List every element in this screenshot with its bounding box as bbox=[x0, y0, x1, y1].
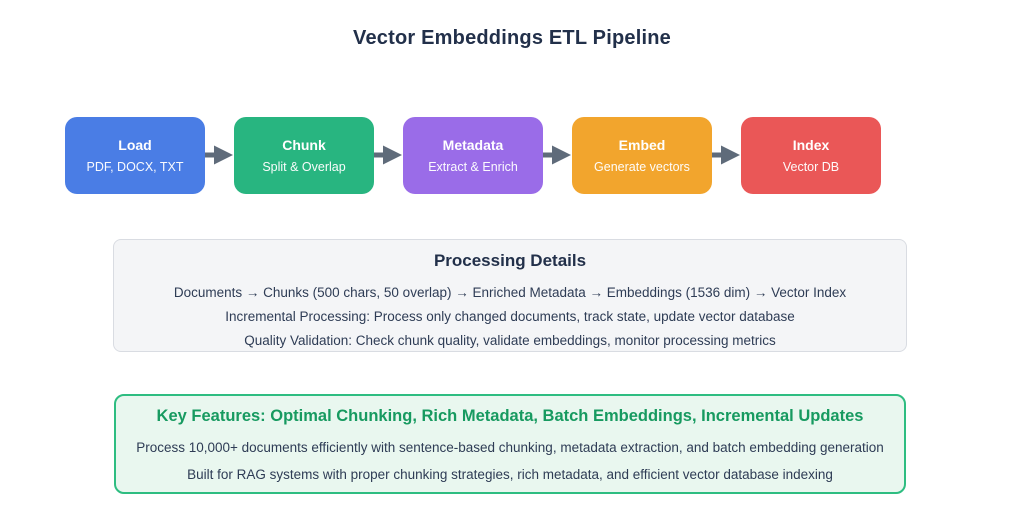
stage-sublabel: PDF, DOCX, TXT bbox=[86, 159, 184, 174]
pipeline-stage-embed: Embed Generate vectors bbox=[572, 117, 712, 194]
processing-details-quality-line: Quality Validation: Check chunk quality,… bbox=[244, 333, 776, 348]
key-features-title: Key Features: Optimal Chunking, Rich Met… bbox=[156, 407, 864, 425]
pipeline-row: Load PDF, DOCX, TXT Chunk Split & Overla… bbox=[65, 117, 881, 194]
stage-sublabel: Generate vectors bbox=[594, 159, 690, 174]
arrow-right-icon bbox=[543, 145, 571, 165]
stage-sublabel: Vector DB bbox=[782, 159, 840, 174]
processing-details-incremental-line: Incremental Processing: Process only cha… bbox=[225, 309, 795, 324]
stage-sublabel: Extract & Enrich bbox=[428, 159, 518, 174]
stage-label: Metadata bbox=[442, 136, 504, 153]
key-features-card: Key Features: Optimal Chunking, Rich Met… bbox=[114, 394, 906, 494]
key-features-line: Process 10,000+ documents efficiently wi… bbox=[136, 440, 884, 455]
key-features-line: Built for RAG systems with proper chunki… bbox=[187, 467, 833, 482]
pipeline-stage-metadata: Metadata Extract & Enrich bbox=[403, 117, 543, 194]
pipeline-stage-load: Load PDF, DOCX, TXT bbox=[65, 117, 205, 194]
page-title: Vector Embeddings ETL Pipeline bbox=[353, 27, 671, 49]
stage-label: Index bbox=[792, 136, 830, 153]
arrow-right-icon bbox=[712, 145, 740, 165]
processing-details-title: Processing Details bbox=[433, 251, 587, 270]
pipeline-stage-chunk: Chunk Split & Overlap bbox=[234, 117, 374, 194]
stage-label: Load bbox=[118, 136, 152, 153]
stage-sublabel: Split & Overlap bbox=[262, 159, 346, 174]
pipeline-stage-index: Index Vector DB bbox=[741, 117, 881, 194]
stage-label: Embed bbox=[618, 136, 666, 153]
processing-details-flow-line: Documents → Chunks (500 chars, 50 overla… bbox=[173, 285, 847, 300]
arrow-right-icon bbox=[374, 145, 402, 165]
arrow-right-icon bbox=[205, 145, 233, 165]
stage-label: Chunk bbox=[282, 136, 326, 153]
processing-details-card: Processing Details Documents → Chunks (5… bbox=[113, 239, 907, 352]
